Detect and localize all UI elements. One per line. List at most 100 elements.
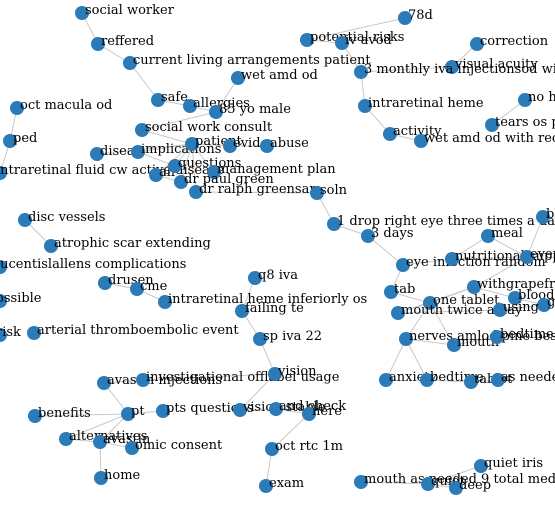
node-dot[interactable]	[537, 298, 551, 312]
graph-node[interactable]: all	[149, 165, 175, 182]
graph-node[interactable]: as needed	[491, 370, 555, 387]
node-dot[interactable]	[520, 250, 534, 264]
graph-node[interactable]: drusen	[98, 273, 154, 290]
graph-node[interactable]: dr paul green	[174, 172, 274, 189]
node-dot[interactable]	[158, 295, 172, 309]
node-dot[interactable]	[268, 367, 282, 381]
node-dot[interactable]	[259, 479, 273, 493]
node-dot[interactable]	[248, 271, 262, 285]
node-dot[interactable]	[383, 127, 397, 141]
graph-node[interactable]: disc vessels	[18, 210, 105, 227]
node-dot[interactable]	[18, 213, 32, 227]
node-dot[interactable]	[135, 123, 149, 137]
node-dot[interactable]	[414, 134, 428, 148]
node-dot[interactable]	[384, 285, 398, 299]
graph-node[interactable]: wet amd od with rec	[414, 131, 555, 148]
node-dot[interactable]	[518, 93, 532, 107]
node-dot[interactable]	[0, 328, 7, 342]
graph-node[interactable]: cme	[130, 279, 168, 296]
node-dot[interactable]	[97, 376, 111, 390]
graph-node[interactable]: risk	[0, 325, 21, 342]
node-dot[interactable]	[445, 252, 459, 266]
graph-node[interactable]: q8 iva	[248, 268, 298, 285]
node-dot[interactable]	[447, 338, 461, 352]
node-dot[interactable]	[27, 326, 41, 340]
graph-node[interactable]: activity	[383, 124, 442, 141]
node-dot[interactable]	[149, 168, 163, 182]
graph-node[interactable]: avastin injections	[97, 373, 222, 390]
node-dot[interactable]	[28, 409, 42, 423]
graph-node[interactable]: grapefru	[537, 295, 555, 312]
node-dot[interactable]	[398, 11, 412, 25]
graph-node[interactable]: ped	[3, 131, 37, 148]
graph-node[interactable]: investigational offlabel usage	[136, 370, 340, 387]
graph-node[interactable]: visual acuity	[445, 57, 538, 74]
node-dot[interactable]	[361, 229, 375, 243]
graph-node[interactable]: oct rtc 1m	[265, 439, 343, 456]
graph-node[interactable]: management plan	[207, 162, 336, 179]
node-dot[interactable]	[253, 332, 267, 346]
graph-node[interactable]: deep	[449, 478, 491, 495]
graph-node[interactable]: even	[520, 247, 555, 264]
node-dot[interactable]	[399, 332, 413, 346]
graph-node[interactable]: atrophic scar extending	[44, 236, 211, 253]
node-dot[interactable]	[183, 99, 197, 113]
graph-node[interactable]: tears os p	[485, 115, 555, 132]
graph-node[interactable]: home	[94, 468, 141, 485]
node-dot[interactable]	[470, 37, 484, 51]
graph-node[interactable]: safe	[151, 90, 188, 107]
graph-node[interactable]: 3 monthly iva injectionsod with	[354, 62, 555, 79]
node-dot[interactable]	[464, 375, 478, 389]
graph-node[interactable]: evide	[223, 136, 269, 153]
graph-node[interactable]: quiet iris	[474, 456, 543, 473]
graph-node[interactable]: pt	[121, 404, 145, 421]
node-dot[interactable]	[156, 404, 170, 418]
node-dot[interactable]	[391, 306, 405, 320]
node-dot[interactable]	[485, 118, 499, 132]
node-dot[interactable]	[379, 373, 393, 387]
graph-node[interactable]: correction	[470, 34, 549, 51]
graph-node[interactable]: 78d	[398, 8, 433, 25]
node-dot[interactable]	[0, 166, 7, 180]
graph-node[interactable]: social work consult	[135, 120, 273, 137]
graph-node[interactable]: implications	[131, 142, 221, 159]
node-dot[interactable]	[490, 330, 504, 344]
node-dot[interactable]	[44, 239, 58, 253]
graph-node[interactable]: omic consent	[125, 438, 223, 455]
graph-node[interactable]: blo	[536, 207, 555, 224]
node-dot[interactable]	[420, 373, 434, 387]
node-dot[interactable]	[91, 37, 105, 51]
node-dot[interactable]	[207, 165, 221, 179]
graph-node[interactable]: intraretinal heme inferiorly os	[158, 292, 367, 309]
graph-node[interactable]: questions	[168, 156, 241, 173]
node-dot[interactable]	[231, 71, 245, 85]
node-dot[interactable]	[75, 6, 89, 20]
graph-node[interactable]: withgrapefru	[467, 277, 555, 294]
graph-node[interactable]: potential risks	[300, 30, 404, 47]
node-dot[interactable]	[358, 99, 372, 113]
graph-node[interactable]: vision	[268, 364, 317, 381]
node-dot[interactable]	[354, 475, 368, 489]
node-dot[interactable]	[10, 101, 24, 115]
graph-node[interactable]: intraretinal heme	[358, 96, 484, 113]
graph-node[interactable]: social worker	[75, 3, 175, 20]
node-dot[interactable]	[0, 260, 7, 274]
graph-node[interactable]: 1 drop right eye three times a day	[327, 214, 555, 231]
node-dot[interactable]	[354, 65, 368, 79]
node-dot[interactable]	[269, 402, 283, 416]
node-dot[interactable]	[174, 175, 188, 189]
graph-node[interactable]: nerves amlodipine besyl	[399, 329, 555, 346]
node-dot[interactable]	[491, 373, 505, 387]
graph-node[interactable]: pts questions	[156, 401, 254, 418]
graph-node[interactable]: benefits	[28, 406, 91, 423]
node-dot[interactable]	[0, 294, 7, 308]
node-dot[interactable]	[467, 280, 481, 294]
graph-node[interactable]: avastin	[93, 432, 151, 449]
node-dot[interactable]	[189, 185, 203, 199]
node-dot[interactable]	[302, 407, 316, 421]
graph-node[interactable]: current living arrangements patient	[123, 53, 371, 70]
graph-node[interactable]: and check	[269, 399, 346, 416]
graph-node[interactable]: sp iva 22	[253, 329, 322, 346]
graph-node[interactable]: bedtime	[490, 327, 554, 344]
node-dot[interactable]	[445, 60, 459, 74]
